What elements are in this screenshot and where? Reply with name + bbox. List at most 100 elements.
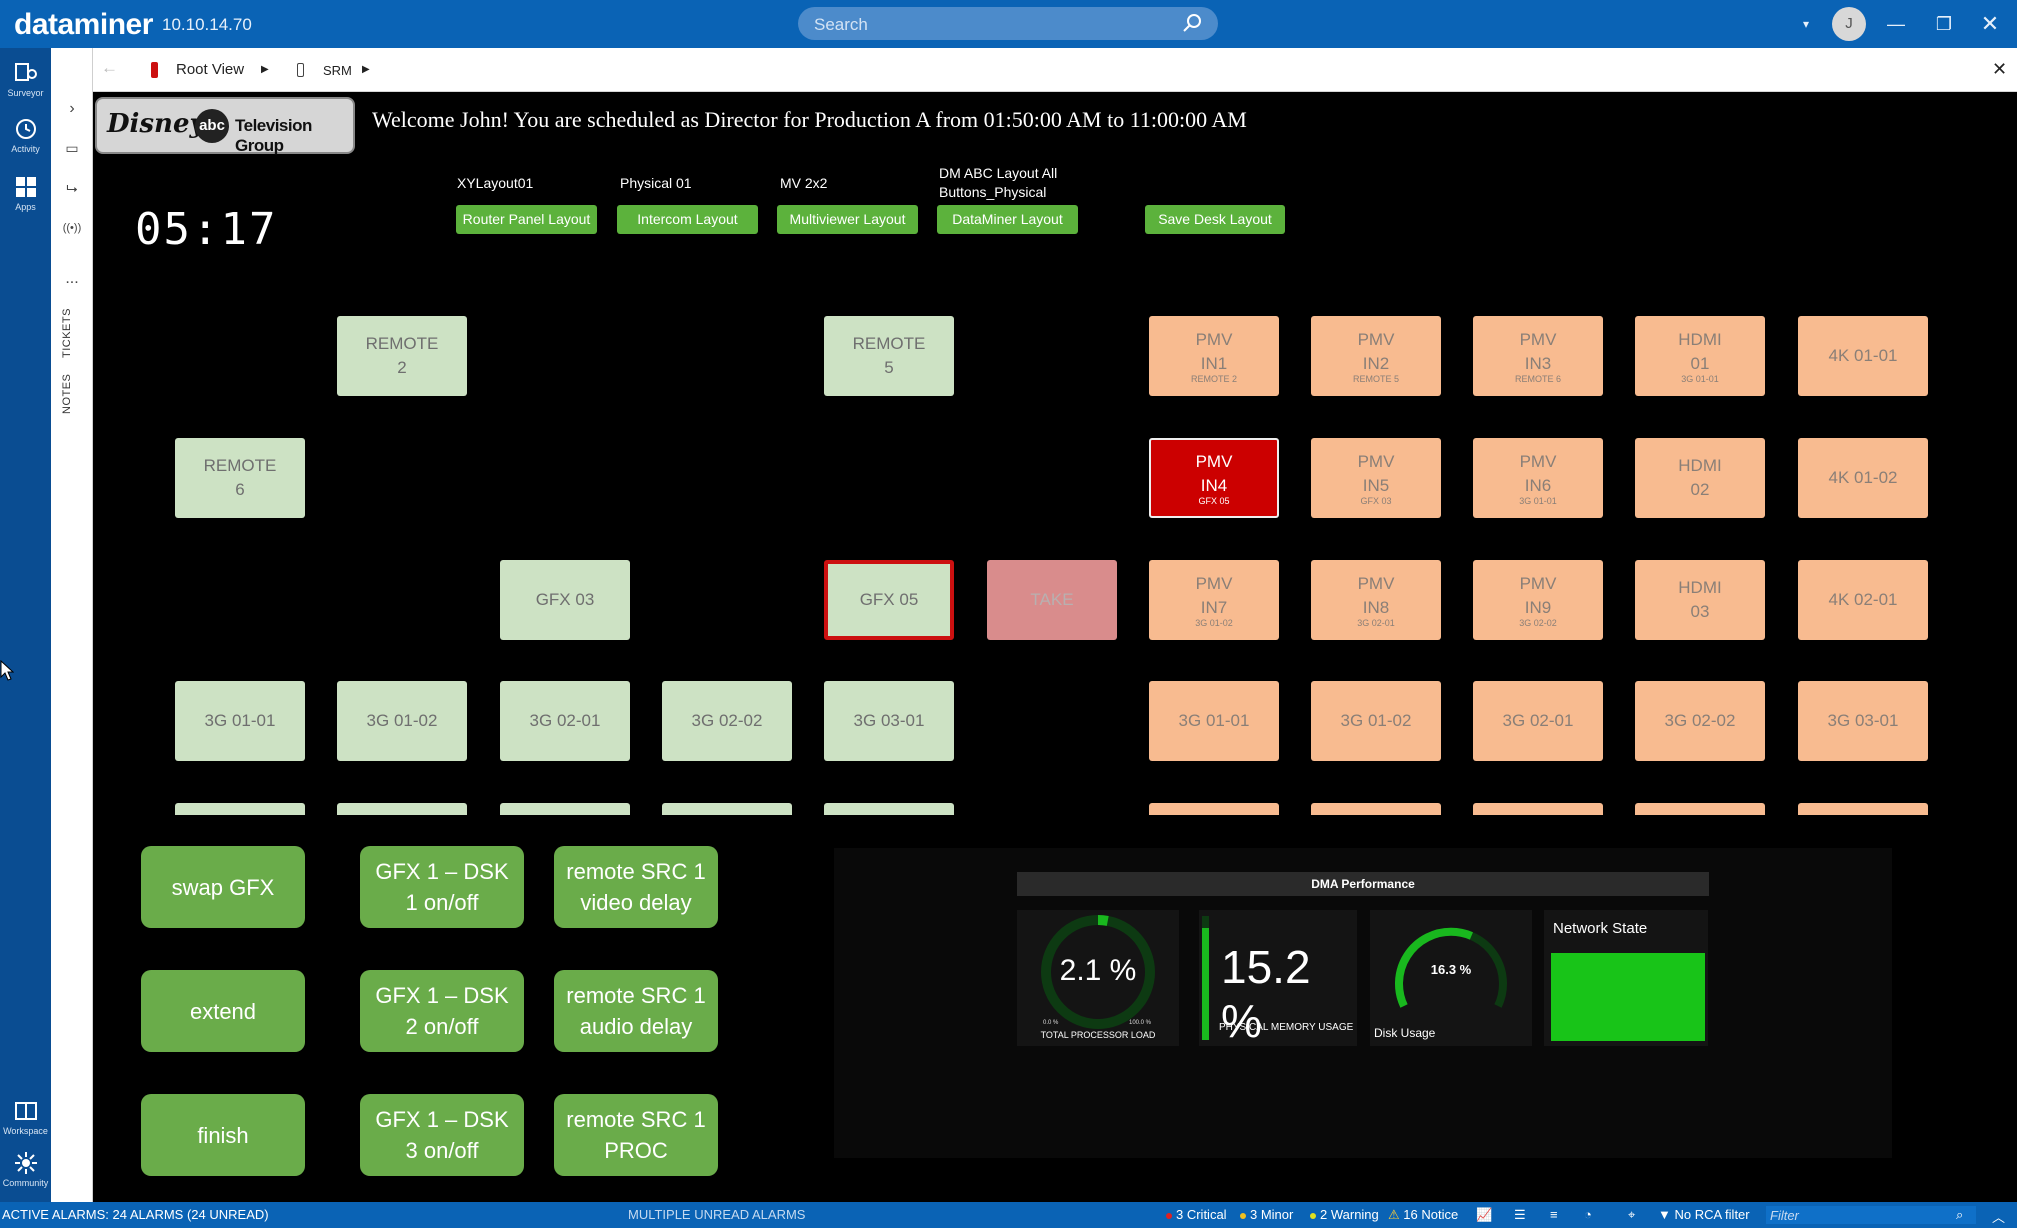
rca-filter[interactable]: ▼ No RCA filter — [1658, 1207, 1750, 1222]
minimize-icon[interactable]: — — [1887, 14, 1905, 34]
back-arrow-icon[interactable]: ← — [101, 58, 118, 77]
tile-partial[interactable] — [1149, 803, 1279, 815]
tile-partial[interactable] — [337, 803, 467, 815]
dropdown-icon[interactable]: ▾ — [1802, 17, 1810, 31]
swap-gfx-button[interactable]: swap GFX — [141, 846, 305, 928]
expand-chevron-icon[interactable]: › — [69, 100, 75, 117]
take-button[interactable]: TAKE — [987, 560, 1117, 640]
tile-label: HDMI 02 — [1678, 456, 1722, 499]
dsk3-toggle-button[interactable]: GFX 1 – DSK 3 on/off — [360, 1094, 524, 1176]
audio-delay-button[interactable]: remote SRC 1 audio delay — [554, 970, 718, 1052]
filter-search-icon[interactable]: ⌕ — [1956, 1207, 1964, 1222]
trend-icon[interactable]: 📈 — [1476, 1207, 1493, 1222]
source-3g-02-01[interactable]: 3G 02-01 — [500, 681, 630, 761]
source-gfx-05-selected[interactable]: GFX 05 — [824, 560, 954, 640]
tickets-tab[interactable]: TICKETS — [61, 308, 73, 358]
tile-partial[interactable] — [500, 803, 630, 815]
list-view-icon[interactable]: ☰ — [1514, 1207, 1526, 1222]
finish-button[interactable]: finish — [141, 1094, 305, 1176]
warning-count[interactable]: 2 Warning — [1310, 1207, 1379, 1222]
tile-partial[interactable] — [175, 803, 305, 815]
nav-community[interactable]: Community — [0, 1150, 51, 1188]
dest-3g-01-01[interactable]: 3G 01-01 — [1149, 681, 1279, 761]
minor-count[interactable]: 3 Minor — [1240, 1207, 1293, 1222]
tile-partial[interactable] — [662, 803, 792, 815]
search-icon[interactable] — [1182, 13, 1202, 33]
target-icon[interactable]: ⌖ — [1628, 1207, 1636, 1222]
dest-4k-01-02[interactable]: 4K 01-02 — [1798, 438, 1928, 518]
pie-icon[interactable]: ◔ — [1584, 1207, 1592, 1222]
user-avatar[interactable]: J — [1832, 7, 1866, 41]
source-3g-01-01[interactable]: 3G 01-01 — [175, 681, 305, 761]
tile-partial[interactable] — [1635, 803, 1765, 815]
dest-3g-02-02[interactable]: 3G 02-02 — [1635, 681, 1765, 761]
more-icon[interactable]: ... — [65, 270, 79, 287]
breadcrumb-chevron-icon[interactable]: ▶ — [261, 64, 269, 75]
dest-3g-02-01[interactable]: 3G 02-01 — [1473, 681, 1603, 761]
notice-count[interactable]: ⚠ 16 Notice — [1388, 1207, 1458, 1223]
source-remote-5[interactable]: REMOTE 5 — [824, 316, 954, 396]
dest-hdmi-02[interactable]: HDMI 02 — [1635, 438, 1765, 518]
tile-partial[interactable] — [824, 803, 954, 815]
video-delay-button[interactable]: remote SRC 1 video delay — [554, 846, 718, 928]
source-gfx-03[interactable]: GFX 03 — [500, 560, 630, 640]
breadcrumb-srm[interactable]: SRM — [323, 63, 352, 78]
dsk2-toggle-button[interactable]: GFX 1 – DSK 2 on/off — [360, 970, 524, 1052]
alarm-filter-input[interactable]: Filter — [1766, 1206, 1976, 1224]
source-remote-2[interactable]: REMOTE 2 — [337, 316, 467, 396]
breadcrumb-root-view[interactable]: Root View — [176, 61, 245, 78]
extend-button[interactable]: extend — [141, 970, 305, 1052]
notes-tab[interactable]: NOTES — [61, 373, 73, 414]
nav-activity[interactable]: Activity — [0, 116, 51, 154]
dest-hdmi-03[interactable]: HDMI 03 — [1635, 560, 1765, 640]
tile-label: 3G 02-01 — [1502, 711, 1574, 730]
sort-icon[interactable]: ≡ — [1550, 1207, 1558, 1222]
source-3g-02-02[interactable]: 3G 02-02 — [662, 681, 792, 761]
nav-surveyor[interactable]: Surveyor — [0, 60, 51, 98]
proc-button[interactable]: remote SRC 1 PROC — [554, 1094, 718, 1176]
source-3g-03-01[interactable]: 3G 03-01 — [824, 681, 954, 761]
unread-alarms-text[interactable]: MULTIPLE UNREAD ALARMS — [628, 1207, 806, 1222]
nav-apps[interactable]: Apps — [0, 174, 51, 212]
cpu-gauge-arc — [1041, 915, 1155, 1029]
dsk1-toggle-button[interactable]: GFX 1 – DSK 1 on/off — [360, 846, 524, 928]
critical-count[interactable]: 3 Critical — [1166, 1207, 1227, 1222]
broadcast-icon[interactable]: ((•)) — [62, 222, 82, 234]
multiviewer-layout-button[interactable]: Multiviewer Layout — [777, 205, 918, 234]
source-3g-01-02[interactable]: 3G 01-02 — [337, 681, 467, 761]
dest-4k-02-01[interactable]: 4K 02-01 — [1798, 560, 1928, 640]
dest-3g-01-02[interactable]: 3G 01-02 — [1311, 681, 1441, 761]
intercom-layout-button[interactable]: Intercom Layout — [617, 205, 758, 234]
breadcrumb-chevron-icon[interactable]: ▶ — [362, 64, 370, 75]
restore-icon[interactable]: ❐ — [1935, 14, 1953, 34]
search-input[interactable]: Search — [798, 7, 1218, 40]
tile-partial[interactable] — [1798, 803, 1928, 815]
history-icon — [15, 119, 36, 139]
dest-4k-01-01[interactable]: 4K 01-01 — [1798, 316, 1928, 396]
close-view-icon[interactable]: ✕ — [1992, 59, 2008, 79]
dest-3g-03-01[interactable]: 3G 03-01 — [1798, 681, 1928, 761]
nav-workspace[interactable]: Workspace — [0, 1098, 51, 1136]
expand-up-icon[interactable]: ︿ — [1992, 1210, 2006, 1225]
close-window-icon[interactable]: ✕ — [1980, 11, 2000, 36]
tile-partial[interactable] — [1311, 803, 1441, 815]
connection-icon[interactable]: ⮡ — [66, 180, 78, 196]
monitor-icon[interactable]: ▭ — [65, 140, 79, 156]
dataminer-layout-button[interactable]: DataMiner Layout — [937, 205, 1078, 234]
active-alarms-text[interactable]: ACTIVE ALARMS: 24 ALARMS (24 UNREAD) — [2, 1207, 269, 1222]
tile-partial[interactable] — [1473, 803, 1603, 815]
router-panel-layout-button[interactable]: Router Panel Layout — [456, 205, 597, 234]
save-desk-layout-button[interactable]: Save Desk Layout — [1145, 205, 1285, 234]
source-remote-6[interactable]: REMOTE 6 — [175, 438, 305, 518]
left-navigation: Surveyor Activity Apps Workspace Communi… — [0, 48, 51, 1202]
